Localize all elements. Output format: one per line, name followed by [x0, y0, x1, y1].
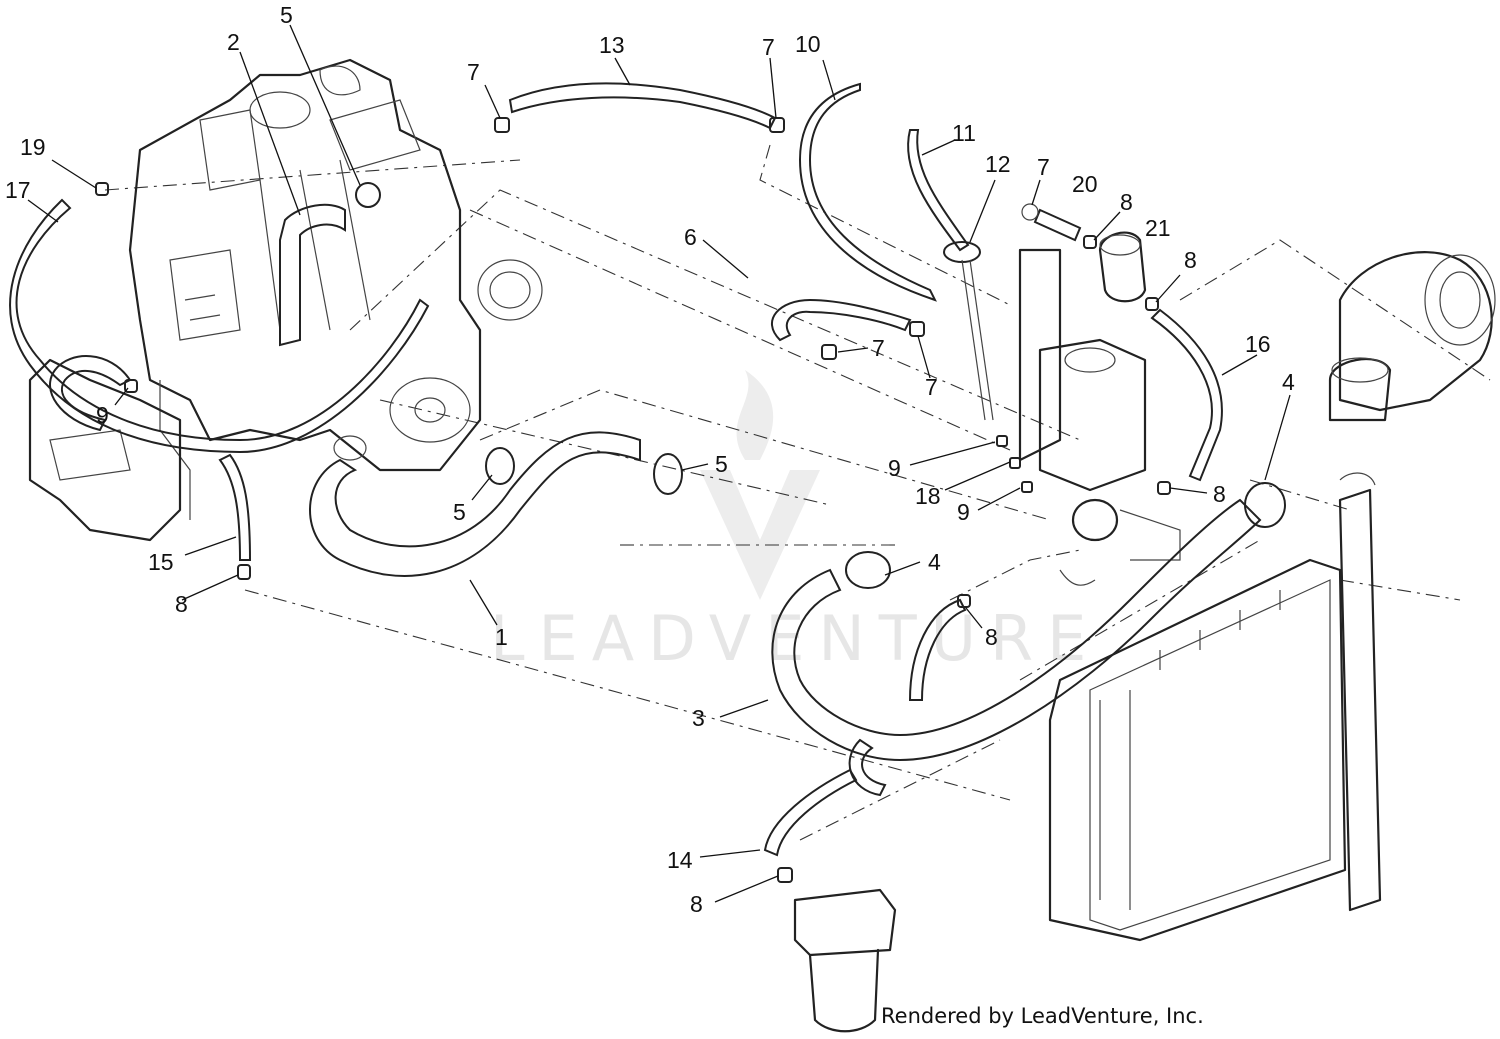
callout-7e: 7	[1037, 154, 1050, 180]
hose-11	[907, 129, 970, 252]
callout-21: 21	[1145, 215, 1171, 241]
hose-17	[9, 198, 430, 454]
hose-14	[763, 768, 858, 857]
callout-16: 16	[1245, 331, 1271, 357]
callout-15: 15	[148, 549, 174, 575]
small-clamps	[95, 117, 1171, 883]
callout-8f: 8	[690, 891, 703, 917]
watermark-logo-icon	[700, 470, 820, 600]
thermostat-housing	[1059, 498, 1181, 586]
callout-2: 2	[227, 29, 240, 55]
coolant-reservoir	[1018, 248, 1147, 492]
callout-8d: 8	[1184, 247, 1197, 273]
hose-15	[218, 453, 252, 561]
hose-3	[771, 498, 1262, 762]
grommet-12	[943, 241, 981, 263]
callout-7c: 7	[872, 335, 885, 361]
fuel-filter-21	[1098, 231, 1147, 303]
hose-13	[508, 82, 777, 130]
hose-20	[1033, 208, 1082, 242]
watermark: LEADVENTURE	[490, 370, 1100, 675]
callout-leaders	[27, 24, 1291, 903]
callout-1: 1	[495, 624, 508, 650]
callout-17: 17	[5, 177, 31, 203]
callout-8a: 8	[175, 591, 188, 617]
hose-10	[798, 82, 937, 302]
clamp-4-right	[1244, 482, 1286, 528]
callout-7d: 7	[925, 374, 938, 400]
assembly-lines	[104, 144, 1491, 841]
air-cleaner	[1328, 251, 1496, 422]
callout-8b: 8	[1213, 481, 1226, 507]
callout-8c: 8	[1120, 189, 1133, 215]
callout-9c: 9	[957, 499, 970, 525]
callout-20: 20	[1072, 171, 1098, 197]
callout-labels: 1 2 3 4 4 5 5 5 6 7 7 7 7 7 8 8 8 8 8 8 …	[5, 2, 1295, 917]
callout-18: 18	[915, 483, 941, 509]
callout-3: 3	[692, 705, 705, 731]
radiator	[1048, 472, 1382, 942]
hose-6	[770, 298, 912, 342]
callout-9b: 9	[888, 455, 901, 481]
callout-6: 6	[684, 224, 697, 250]
callout-5c: 5	[715, 451, 728, 477]
callout-5b: 5	[453, 499, 466, 525]
callout-11: 11	[952, 120, 976, 146]
engine	[28, 58, 543, 542]
callout-7a: 7	[467, 59, 480, 85]
clamp-5-right	[653, 453, 683, 495]
callout-8e: 8	[985, 624, 998, 650]
render-credit: Rendered by LeadVenture, Inc.	[881, 1004, 1204, 1028]
callout-4a: 4	[928, 549, 941, 575]
callout-5a: 5	[280, 2, 293, 28]
watermark-text: LEADVENTURE	[490, 602, 1100, 675]
water-separator	[793, 888, 897, 1033]
callout-9a: 9	[96, 402, 109, 428]
hose-2	[279, 203, 346, 347]
callout-4b: 4	[1282, 369, 1295, 395]
callout-13: 13	[599, 32, 625, 58]
hose-9-loop	[49, 355, 132, 432]
hose-center	[908, 598, 967, 701]
callout-14: 14	[667, 847, 693, 873]
hose-16	[1150, 308, 1223, 482]
clamp-5-left	[485, 447, 515, 485]
hose-1	[309, 431, 641, 577]
clamp-5-top	[355, 182, 381, 208]
callout-12: 12	[985, 151, 1011, 177]
callout-19: 19	[20, 134, 46, 160]
callout-7b: 7	[762, 34, 775, 60]
callout-10: 10	[795, 31, 821, 57]
clamp-4-left	[845, 551, 891, 589]
